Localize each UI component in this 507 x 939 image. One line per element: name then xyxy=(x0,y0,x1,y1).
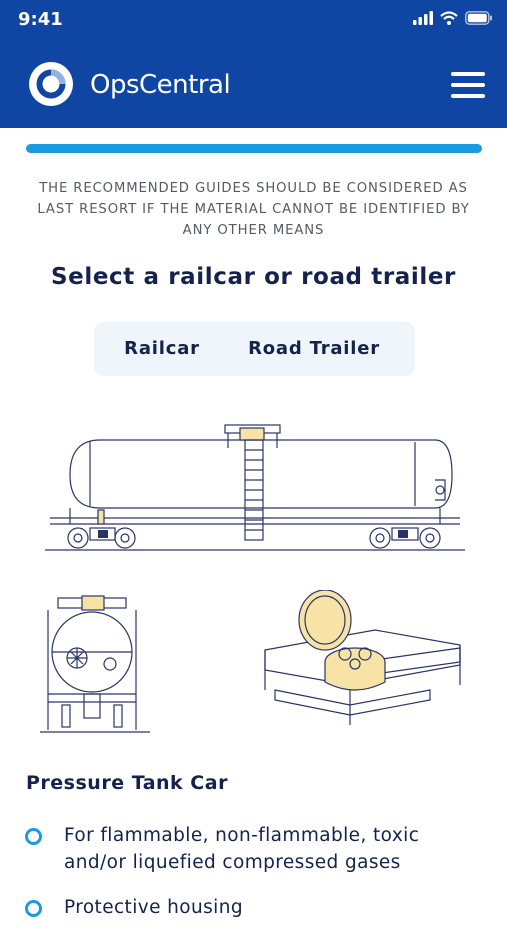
signal-icon xyxy=(413,11,433,25)
list-item: For flammable, non-flammable, toxic and/… xyxy=(24,822,484,876)
logo-icon xyxy=(29,62,73,106)
car-type-title: Pressure Tank Car xyxy=(26,772,228,794)
menu-icon-bar xyxy=(451,72,485,76)
list-item: Protective housing xyxy=(24,894,484,921)
menu-button[interactable] xyxy=(451,72,485,100)
car-features-list: For flammable, non-flammable, toxic and/… xyxy=(24,822,484,939)
bullet-icon xyxy=(25,828,42,845)
battery-icon xyxy=(465,11,492,25)
app-title: OpsCentral xyxy=(90,70,231,100)
status-bar: 9:41 xyxy=(0,0,507,44)
wifi-icon xyxy=(440,11,458,25)
feature-text: Protective housing xyxy=(64,897,243,918)
menu-icon-bar xyxy=(451,94,485,98)
railcar-side-illustration[interactable] xyxy=(40,420,470,560)
feature-text: For flammable, non-flammable, toxic and/… xyxy=(64,825,420,873)
road-trailer-tab[interactable]: Road Trailer xyxy=(248,338,380,359)
app-header: OpsCentral xyxy=(0,44,507,128)
status-icons xyxy=(413,11,493,25)
vehicle-type-selector: Railcar Road Trailer xyxy=(94,322,415,376)
disclaimer-text: THE RECOMMENDED GUIDES SHOULD BE CONSIDE… xyxy=(37,181,470,238)
railcar-end-illustration[interactable] xyxy=(40,590,160,740)
bullet-icon xyxy=(25,900,42,917)
status-time: 9:41 xyxy=(18,9,63,30)
menu-icon-bar xyxy=(451,83,485,87)
progress-bar xyxy=(26,144,482,153)
railcar-tab[interactable]: Railcar xyxy=(124,338,200,359)
manway-illustration[interactable] xyxy=(255,590,470,740)
section-title: Select a railcar or road trailer xyxy=(51,264,456,290)
